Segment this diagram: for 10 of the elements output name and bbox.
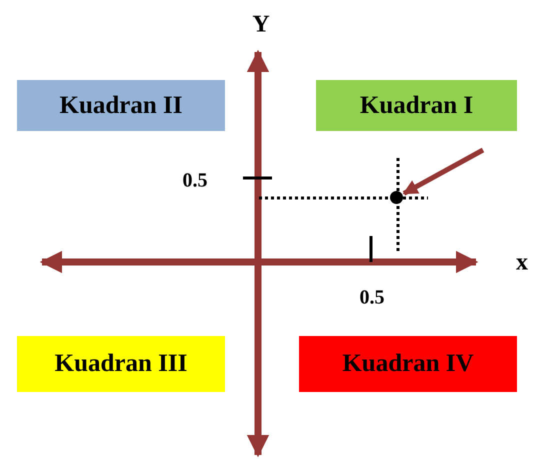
quadrant-label: Kuadran I: [316, 80, 517, 131]
quadrant-label: Kuadran III: [17, 336, 225, 392]
arrow: [402, 148, 484, 196]
tick-label: 0.5: [182, 170, 208, 192]
quadrant-label: Kuadran IV: [299, 336, 517, 392]
point-dot: [390, 191, 403, 204]
quadrant-label: Kuadran II: [17, 80, 225, 131]
tick-label: 0.5: [360, 286, 384, 310]
axis-label: x: [516, 250, 528, 276]
axis-label: Y: [252, 12, 270, 38]
